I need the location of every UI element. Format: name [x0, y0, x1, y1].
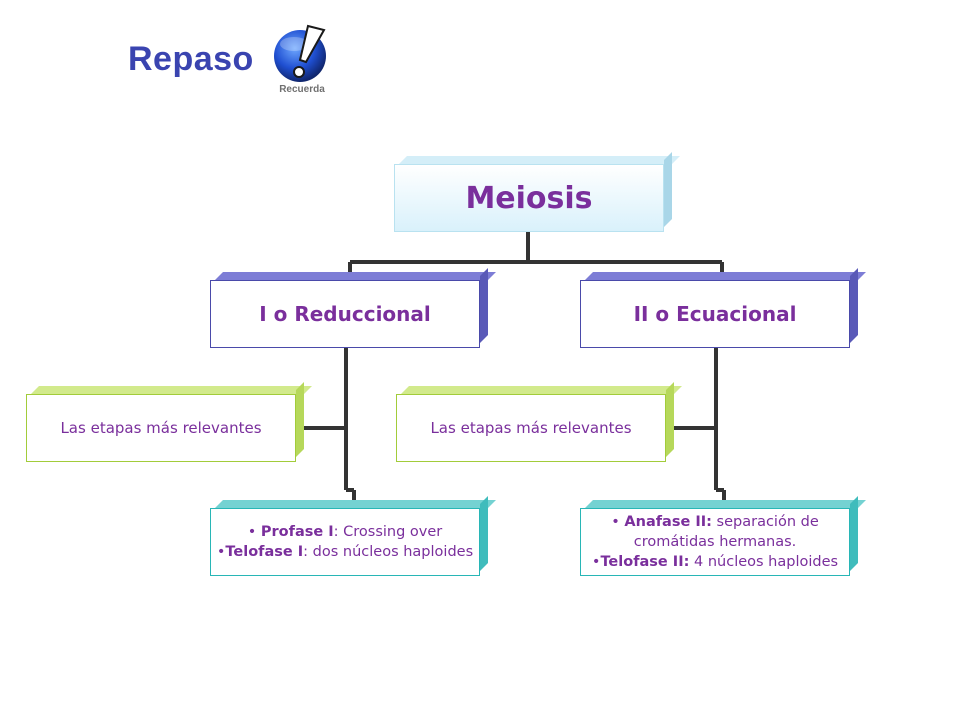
root-label: Meiosis: [465, 180, 593, 216]
reduccional-note: Las etapas más relevantes: [60, 419, 262, 437]
detail-line: • Profase I: Crossing over: [248, 522, 443, 542]
detail-text: Crossing over: [338, 524, 443, 540]
detail-text: dos núcleos haploides: [308, 544, 474, 560]
ecuacional-note-node: Las etapas más relevantes: [396, 394, 666, 462]
exclamation-icon: [274, 24, 326, 82]
detail-line: •Telofase I: dos núcleos haploides: [217, 542, 473, 562]
detail-bullet: •: [247, 524, 257, 540]
tree-connectors: [296, 232, 726, 500]
reduccional-note-node: Las etapas más relevantes: [26, 394, 296, 462]
detail-sep: :: [303, 544, 309, 560]
detail-sep: :: [333, 524, 339, 540]
reduccional-node: I o Reduccional: [210, 280, 480, 348]
recuerda-logo: Recuerda: [268, 22, 336, 100]
detail-text: separación de cromátidas hermanas.: [633, 514, 819, 550]
ecuacional-label: II o Ecuacional: [633, 302, 797, 326]
page-title: Repaso: [128, 40, 254, 78]
reduccional-label: I o Reduccional: [259, 302, 431, 326]
ecuacional-details-node: • Anafase II: separación de cromátidas h…: [580, 508, 850, 576]
ecuacional-note: Las etapas más relevantes: [430, 419, 632, 437]
detail-term: Telofase I: [225, 544, 304, 560]
detail-term: Anafase II:: [624, 514, 712, 530]
detail-text: 4 núcleos haploides: [689, 554, 839, 570]
detail-term: Profase I: [260, 524, 334, 540]
logo-text: Recuerda: [279, 84, 325, 95]
detail-bullet: •: [611, 514, 625, 530]
detail-line: • Anafase II: separación de cromátidas h…: [581, 512, 849, 552]
detail-bullet: •: [591, 554, 601, 570]
detail-term: Telofase II:: [600, 554, 690, 570]
detail-line: •Telofase II: 4 núcleos haploides: [592, 552, 838, 572]
reduccional-details-node: • Profase I: Crossing over •Telofase I: …: [210, 508, 480, 576]
meiosis-root-node: Meiosis: [394, 164, 664, 232]
detail-bullet: •: [216, 544, 226, 560]
ecuacional-node: II o Ecuacional: [580, 280, 850, 348]
